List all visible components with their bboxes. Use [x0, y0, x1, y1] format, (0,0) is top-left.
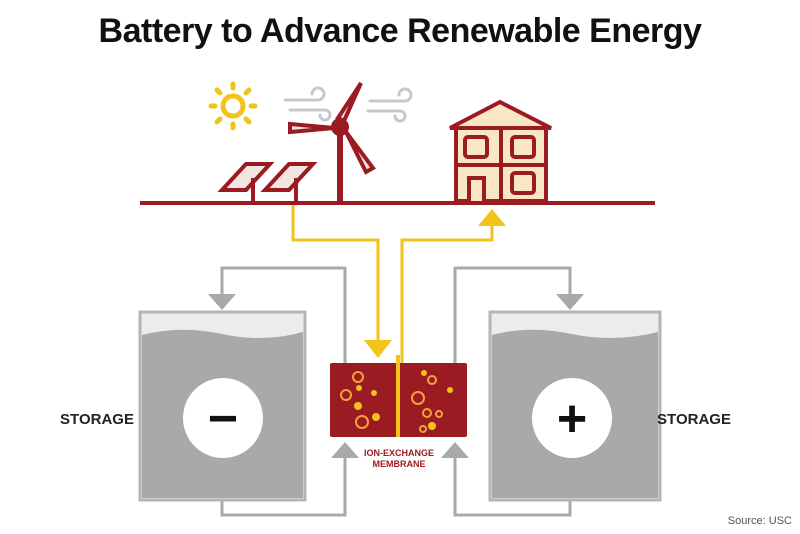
- source-credit: Source: USC: [728, 515, 792, 527]
- sun-icon: [208, 81, 258, 131]
- solar-panel-icon: [217, 162, 318, 203]
- negative-symbol: −: [208, 390, 238, 448]
- diagram-title: Battery to Advance Renewable Energy: [98, 12, 702, 50]
- house-icon: [449, 99, 552, 203]
- storage-label-left: STORAGE: [60, 411, 134, 428]
- membrane-label-line1: ION-EXCHANGE: [364, 448, 434, 458]
- membrane-label-line2: MEMBRANE: [373, 459, 426, 469]
- electrolyte-circulation: [220, 266, 572, 517]
- wind-icon: [283, 86, 413, 123]
- charge-arrow: [364, 340, 392, 358]
- electrochemical-cell: [330, 355, 467, 437]
- storage-label-right: STORAGE: [657, 411, 731, 428]
- positive-storage-tank: [488, 310, 662, 502]
- discharge-arrow: [478, 209, 506, 226]
- negative-storage-tank: [138, 310, 307, 502]
- wind-turbine-icon: [288, 81, 376, 203]
- circulation-arrows: [208, 294, 584, 458]
- positive-symbol: +: [557, 390, 587, 448]
- charge-flow: [291, 205, 494, 363]
